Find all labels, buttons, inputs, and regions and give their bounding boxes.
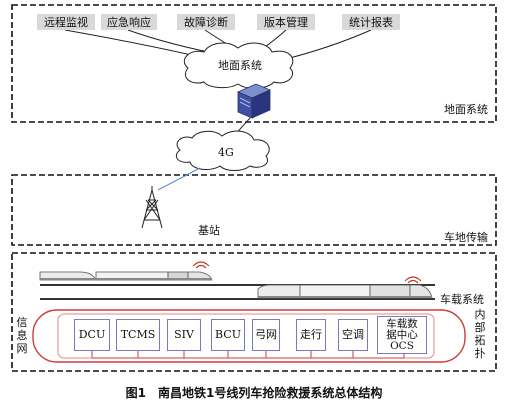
internal-topology-label: 内 部 拓 扑 <box>474 308 486 360</box>
wireless-signal-icon <box>192 261 210 269</box>
function-box-emergency-response: 应急响应 <box>101 14 157 30</box>
ground-system-section-label: 地面系统 <box>444 103 488 116</box>
subsystem-box-dcu: DCU <box>74 319 110 351</box>
train-upper <box>39 271 213 281</box>
subsystem-box-siv: SIV <box>167 319 201 351</box>
network-4g-cloud <box>175 130 270 171</box>
base-station-label: 基站 <box>198 224 220 237</box>
function-box-fault-diagnosis: 故障诊断 <box>177 14 235 30</box>
subsystem-box-air-conditioning: 空调 <box>338 319 368 351</box>
server-icon <box>237 83 271 119</box>
subsystem-box-running-gear: 走行 <box>296 319 326 351</box>
ground-system-cloud-label: 地面系统 <box>218 59 262 72</box>
transmission-frame <box>11 174 497 246</box>
base-station-icon <box>141 186 163 229</box>
transmission-section-label: 车地传输 <box>444 231 488 244</box>
subsystem-box-tcms: TCMS <box>116 319 160 351</box>
network-4g-label: 4G <box>218 146 234 159</box>
data-center-line-3: OCS <box>390 339 414 352</box>
info-network-label: 信 息 网 <box>16 316 28 355</box>
onboard-system-frame <box>11 252 497 372</box>
4g-to-station-link <box>157 167 201 191</box>
function-box-remote-monitor: 远程监视 <box>37 14 95 30</box>
data-center-line-1: 车载数 <box>386 317 418 330</box>
subsystem-bus <box>91 351 405 359</box>
function-box-version-management: 版本管理 <box>257 14 315 30</box>
ground-system-cloud <box>183 42 294 89</box>
wireless-signal-icon <box>404 276 422 284</box>
train-lower <box>257 284 433 299</box>
data-center-line-2: 据中心 <box>386 328 418 341</box>
subsystem-box-pantograph: 弓网 <box>252 319 280 351</box>
internal-topology-loop <box>32 309 466 363</box>
ground-system-frame <box>11 4 497 123</box>
function-box-statistics-report: 统计报表 <box>342 14 400 30</box>
onboard-data-center-box: 车载数 据中心 OCS <box>377 316 427 354</box>
subsystem-box-bcu: BCU <box>211 319 245 351</box>
figure-caption: 图1 南昌地铁1号线列车抢险救援系统总体结构 <box>125 386 383 400</box>
onboard-system-section-label: 车载系统 <box>440 293 484 306</box>
